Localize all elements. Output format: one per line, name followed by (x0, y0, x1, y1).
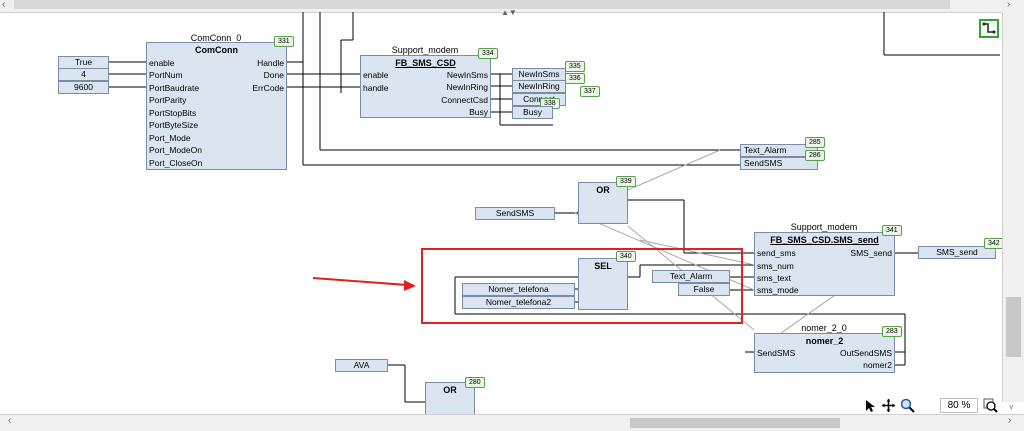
sms-send-input[interactable]: sms_text (757, 273, 792, 283)
text-alarm-top-badge: 285 (805, 137, 825, 148)
modem-output[interactable]: ConnectCsd (441, 95, 488, 105)
comconn-input[interactable]: Port_CloseOn (149, 158, 203, 168)
modem-badge: 334 (478, 48, 498, 59)
sel-block[interactable]: SEL (578, 258, 628, 310)
nomer2-output[interactable]: nomer2 (863, 360, 892, 370)
comconn-input[interactable]: Port_ModeOn (149, 145, 202, 155)
modem-input[interactable]: enable (363, 70, 389, 80)
or2-type: OR (443, 385, 457, 395)
or-block[interactable]: OR (578, 182, 628, 224)
modem-output[interactable]: Busy (469, 107, 488, 117)
horizontal-scrollbar[interactable] (0, 414, 1024, 431)
sms-send-out-var[interactable]: SMS_send (918, 246, 996, 259)
scroll-left-icon[interactable]: ‹ (8, 415, 12, 426)
ava-var[interactable]: AVA (335, 359, 388, 372)
top-scrollbar-track[interactable] (14, 0, 950, 9)
comconn-type: ComConn (195, 45, 238, 55)
highlight-box (421, 248, 743, 324)
text-alarm-top-var[interactable]: Text_Alarm (740, 144, 818, 157)
comconn-output[interactable]: Handle (257, 58, 284, 68)
comconn-input[interactable]: PortParity (149, 95, 187, 105)
nomer2-block[interactable]: nomer_2 SendSMS OutSendSMS nomer2 (754, 333, 895, 373)
nomer2-input[interactable]: SendSMS (757, 348, 796, 358)
modem-instance-name: Support_modem (391, 45, 459, 55)
nomer-telefona-var[interactable]: Nomer_telefona (462, 283, 575, 296)
comconn-input[interactable]: PortBaudrate (149, 83, 200, 93)
sms-send-output[interactable]: SMS_send (850, 248, 892, 258)
sel-type: SEL (594, 261, 612, 271)
comconn-input[interactable]: PortByteSize (149, 120, 199, 130)
red-arrow-icon (312, 277, 416, 291)
sendsms-top-var[interactable]: SendSMS (740, 157, 818, 170)
comconn-input[interactable]: PortNum (149, 70, 183, 80)
sendsms-input-var[interactable]: SendSMS (475, 207, 555, 220)
nomer2-badge: 283 (882, 326, 902, 337)
modem-block[interactable]: FB_SMS_CSD enable handle NewInSms NewInR… (360, 55, 491, 118)
nomer2-type: nomer_2 (805, 336, 844, 346)
nomer2-instance-name: nomer_2_0 (801, 323, 847, 333)
scroll-left-top-icon[interactable]: ‹ (2, 0, 6, 10)
modem-output[interactable]: NewInSms (446, 70, 488, 80)
scroll-right-top-icon[interactable]: › (1007, 0, 1011, 10)
new-in-sms-badge: 335 (565, 61, 585, 72)
zoom-fit-icon[interactable] (983, 398, 998, 413)
sms-send-input[interactable]: sms_num (757, 261, 794, 271)
vertical-scrollbar[interactable] (1002, 12, 1024, 402)
pan-icon[interactable] (881, 398, 896, 413)
new-in-sms2-badge: 336 (565, 73, 585, 84)
comconn-input[interactable]: Port_Mode (149, 133, 191, 143)
or-badge: 339 (616, 176, 636, 187)
comconn-block[interactable]: ComConn enable PortNum PortBaudrate Port… (146, 42, 287, 170)
or2-badge: 280 (465, 377, 485, 388)
zoom-icon[interactable] (900, 398, 915, 413)
sel-badge: 340 (616, 251, 636, 262)
comconn-input[interactable]: PortStopBits (149, 108, 197, 118)
scroll-right-icon[interactable]: › (1008, 415, 1012, 426)
collapse-arrows-icon[interactable]: ▲▼ (501, 8, 517, 17)
sms-send-block[interactable]: FB_SMS_CSD.SMS_send send_sms sms_num sms… (754, 232, 895, 296)
horizontal-scroll-thumb[interactable] (630, 418, 840, 428)
wire (639, 239, 756, 266)
comconn-badge: 331 (274, 36, 294, 47)
port-num-var[interactable]: 4 (58, 68, 109, 81)
sendsms-top-badge: 286 (805, 150, 825, 161)
modem-output[interactable]: NewInRing (446, 82, 488, 92)
nomer-telefona2-var[interactable]: Nomer_telefona2 (462, 296, 575, 309)
top-scrollbar[interactable] (0, 0, 1024, 13)
sms-send-out-badge: 342 (984, 238, 1004, 249)
new-in-ring-var[interactable]: NewInRing (512, 80, 566, 93)
sms-send-input[interactable]: send_sms (757, 248, 796, 258)
or-type: OR (596, 185, 610, 195)
scroll-down-icon[interactable]: ˅ (1009, 403, 1014, 412)
zoom-level[interactable]: 80 % (940, 398, 978, 413)
comconn-output[interactable]: Done (263, 70, 284, 80)
new-in-ring-badge: 337 (580, 86, 600, 97)
comconn-instance-name: ComConn_0 (190, 33, 242, 43)
sms-send-instance-name: Support_modem (790, 222, 858, 232)
sms-send-type: FB_SMS_CSD.SMS_send (770, 235, 879, 245)
false-const-var[interactable]: False (678, 283, 730, 296)
baud-var[interactable]: 9600 (58, 81, 109, 94)
modem-input[interactable]: handle (363, 83, 389, 93)
modem-type: FB_SMS_CSD (395, 58, 456, 68)
sms-send-input[interactable]: sms_mode (757, 285, 799, 295)
sms-send-badge: 341 (882, 225, 902, 236)
wires (109, 12, 1000, 403)
comconn-input[interactable]: enable (149, 58, 175, 68)
wire-mode-icon[interactable] (979, 19, 999, 38)
vertical-scroll-thumb[interactable] (1006, 297, 1021, 357)
pointer-icon[interactable] (862, 398, 877, 413)
text-alarm-mid-var[interactable]: Text_Alarm (652, 270, 730, 283)
busy-var[interactable]: Busy (512, 106, 553, 119)
nomer2-output[interactable]: OutSendSMS (840, 348, 892, 358)
comconn-output[interactable]: ErrCode (252, 83, 284, 93)
